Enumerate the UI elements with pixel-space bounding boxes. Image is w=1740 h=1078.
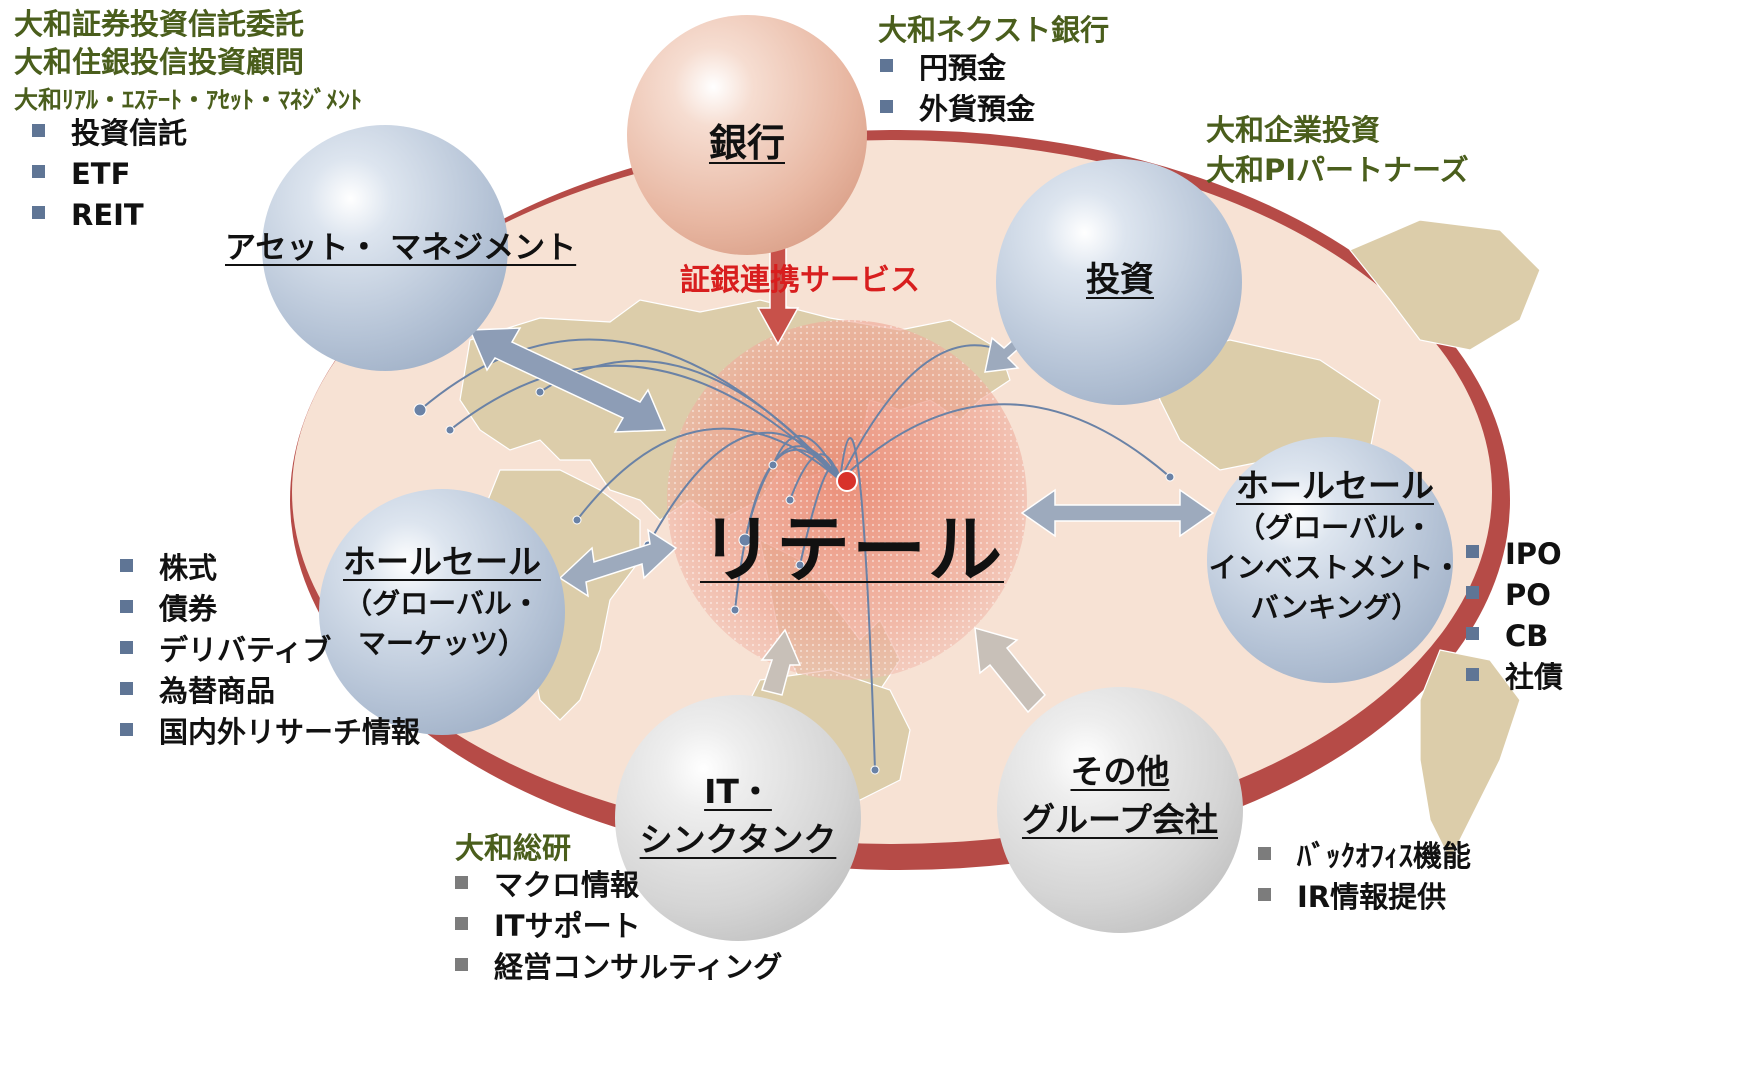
it-think-tank-circle (615, 695, 861, 941)
bullet-square-icon (120, 559, 133, 572)
bullet-square-icon (32, 124, 45, 137)
bullet-square-icon (880, 59, 893, 72)
service-label: 証銀連携サービス (680, 263, 920, 298)
investment-circle (996, 159, 1242, 405)
it-think-tank-item: マクロ情報 (455, 865, 782, 906)
japan-hub-dot (836, 470, 858, 492)
connection-arrows (468, 192, 1215, 714)
bullet-square-icon (1466, 545, 1479, 558)
wholesale-ib-circle (1207, 437, 1453, 683)
retail-circle-texture (667, 320, 1027, 680)
investment-company: 大和PIパートナーズ (1206, 153, 1469, 187)
wholesale-ib-title: ホールセール (1236, 466, 1434, 505)
it-think-tank-item: 経営コンサルティング (455, 947, 782, 988)
investment-title: 投資 (1086, 260, 1154, 300)
bullet-square-icon (1466, 586, 1479, 599)
it-think-tank-company: 大和総研 (455, 831, 572, 865)
it-think-tank-title: IT・ (704, 772, 772, 811)
it-think-tank-title: シンクタンク (639, 820, 837, 859)
wholesale-markets-item: 為替商品 (120, 671, 420, 712)
wholesale-ib-item: IPO (1466, 534, 1563, 575)
other-group-title: その他 (1070, 752, 1170, 791)
retail-label: リテール (700, 507, 1004, 593)
wholesale-ib-arrow (1020, 488, 1215, 538)
wholesale-markets-label: ホールセール （グローバル・ マーケッツ） (312, 540, 572, 664)
other-group-arrow (974, 626, 1047, 714)
asset-management-company: 大和住銀投信投資顧問 (14, 45, 305, 79)
bullet-square-icon (120, 682, 133, 695)
wholesale-markets-item: 株式 (120, 548, 420, 589)
bank-circle (627, 15, 867, 255)
wholesale-markets-subtitle: （グローバル・ (344, 587, 540, 620)
wholesale-ib-subtitle: （グローバル・ (1237, 511, 1433, 544)
other-group-item: ﾊﾞｯｸｵﾌｨｽ機能 (1258, 836, 1471, 877)
bank-item: 円預金 (880, 48, 1035, 89)
bank-item-list: 円預金 外貨預金 (880, 48, 1035, 130)
it-think-tank-label: IT・ シンクタンク (615, 768, 861, 864)
bullet-square-icon (455, 958, 468, 971)
wholesale-ib-item: 社債 (1466, 657, 1563, 698)
it-think-tank-arrow (760, 628, 802, 696)
bullet-square-icon (1466, 627, 1479, 640)
asset-management-item: REIT (32, 195, 187, 236)
investment-company: 大和企業投資 (1206, 113, 1381, 147)
bank-company: 大和ネクスト銀行 (878, 13, 1110, 47)
wholesale-ib-item-list: IPO PO CB 社債 (1466, 534, 1563, 698)
wholesale-ib-subtitle: バンキング） (1250, 591, 1420, 624)
bullet-square-icon (32, 165, 45, 178)
wholesale-markets-arrow (558, 528, 678, 598)
bullet-square-icon (120, 723, 133, 736)
it-think-tank-item-list: マクロ情報 ITサポート 経営コンサルティング (455, 865, 782, 988)
it-think-tank-item: ITサポート (455, 906, 782, 947)
other-group-label: その他 グループ会社 (990, 748, 1250, 844)
wholesale-markets-subtitle: マーケッツ） (357, 627, 526, 660)
bullet-square-icon (880, 100, 893, 113)
asset-management-company: 大和ﾘｱﾙ・ｴｽﾃｰﾄ・ｱｾｯﾄ・ﾏﾈｼﾞﾒﾝﾄ (14, 86, 362, 114)
asset-management-item: ETF (32, 154, 187, 195)
other-group-title: グループ会社 (1021, 800, 1219, 839)
bullet-square-icon (1258, 888, 1271, 901)
bullet-square-icon (455, 876, 468, 889)
wholesale-markets-item: 国内外リサーチ情報 (120, 712, 420, 753)
wholesale-markets-item: デリバティブ (120, 630, 420, 671)
asset-management-title: アセット・ マネジメント (225, 230, 577, 266)
asset-management-item-list: 投資信託 ETF REIT (32, 113, 187, 236)
other-group-item: IR情報提供 (1258, 877, 1471, 918)
other-group-circle (997, 687, 1243, 933)
bullet-square-icon (32, 206, 45, 219)
bullet-square-icon (120, 600, 133, 613)
wholesale-markets-item: 債券 (120, 589, 420, 630)
bank-title: 銀行 (708, 121, 785, 165)
bullet-square-icon (1466, 668, 1479, 681)
asset-management-company: 大和証券投資信託委託 (14, 7, 305, 41)
asset-management-item: 投資信託 (32, 113, 187, 154)
asset-management-arrow (468, 327, 667, 433)
other-group-item-list: ﾊﾞｯｸｵﾌｨｽ機能 IR情報提供 (1258, 836, 1471, 918)
wholesale-ib-item: CB (1466, 616, 1563, 657)
bullet-square-icon (120, 641, 133, 654)
bullet-square-icon (1258, 847, 1271, 860)
wholesale-ib-label: ホールセール （グローバル・ インベストメント・ バンキング） (1200, 464, 1470, 628)
bank-item: 外貨預金 (880, 89, 1035, 130)
wholesale-markets-circle (319, 489, 565, 735)
wholesale-markets-title: ホールセール (343, 542, 541, 581)
bullet-square-icon (455, 917, 468, 930)
wholesale-markets-item-list: 株式 債券 デリバティブ 為替商品 国内外リサーチ情報 (120, 548, 420, 753)
asset-management-circle (262, 125, 508, 371)
wholesale-ib-item: PO (1466, 575, 1563, 616)
wholesale-ib-subtitle: インベストメント・ (1208, 551, 1462, 584)
